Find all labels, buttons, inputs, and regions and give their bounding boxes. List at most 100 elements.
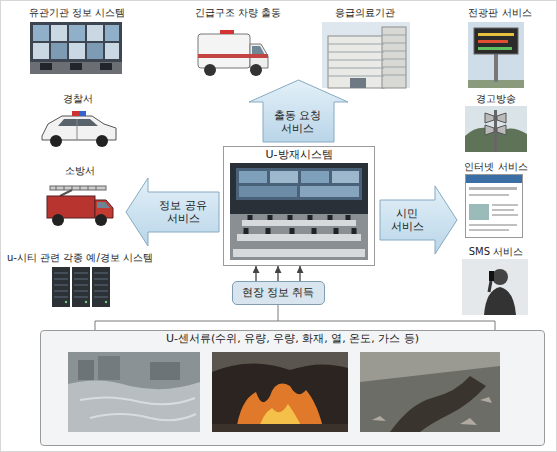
sms-user-picture	[489, 281, 491, 292]
control-room-picture	[230, 214, 368, 260]
block-arrow-shape	[126, 178, 219, 246]
police-car-picture	[77, 119, 78, 140]
control-room-picture	[230, 163, 368, 260]
server-rack-picture	[52, 267, 110, 307]
system-box: U-방재시스템	[223, 146, 375, 266]
picture-caption: 인터넷 서비스	[464, 160, 527, 173]
arrow-label: 출동 요청 서비스	[270, 109, 326, 135]
control-room-picture	[233, 249, 365, 257]
ambulance-picture	[220, 30, 234, 34]
picture-item: 응급의료기관	[322, 6, 410, 88]
control-room-picture	[237, 234, 361, 241]
hospital-picture	[382, 27, 406, 88]
warning-speaker-picture	[465, 106, 527, 152]
fire-truck-picture	[97, 202, 110, 208]
monitor-wall-picture	[30, 22, 122, 74]
picture-caption: 응급의료기관	[335, 6, 395, 19]
picture-item: 인터넷 서비스	[464, 160, 527, 238]
monitor-wall-picture	[100, 63, 112, 70]
flow-arrow	[299, 266, 300, 281]
web-page-picture	[466, 175, 523, 238]
fire-truck-picture	[60, 190, 72, 196]
flood-picture	[80, 397, 195, 404]
ambulance-picture	[198, 30, 268, 76]
picture-caption: 긴급구조 차량 출동	[195, 6, 281, 19]
police-car-picture	[50, 135, 62, 147]
web-page-picture	[469, 224, 517, 226]
web-page-picture	[466, 175, 523, 238]
monitor-wall-picture	[33, 43, 49, 59]
control-room-picture	[300, 186, 359, 197]
block-arrow-shape	[380, 186, 457, 254]
arrow-label: 시민 서비스	[387, 207, 427, 233]
control-room-picture	[301, 171, 329, 183]
fire-truck-picture	[52, 214, 64, 226]
control-room-picture	[246, 215, 354, 234]
control-room-picture	[332, 171, 359, 183]
control-room-picture	[239, 171, 267, 183]
fire-picture	[212, 352, 348, 432]
sms-user-picture	[492, 269, 508, 285]
fire-truck-picture	[56, 186, 96, 190]
monitor-wall-picture	[69, 25, 85, 41]
hospital-picture	[350, 78, 366, 88]
arrow-label: 정보 공유 서비스	[155, 199, 211, 225]
picture-caption: u-시티 관련 각종 예/경보 시스템	[7, 251, 153, 264]
flood-picture	[68, 352, 200, 432]
service-block-arrow: 시민 서비스	[380, 186, 457, 254]
monitor-wall-picture	[33, 25, 49, 41]
sensor-panel-ground	[41, 331, 544, 445]
service-block-arrow: 정보 공유 서비스	[126, 178, 219, 246]
monitor-wall-picture	[30, 22, 122, 74]
warning-speaker-picture	[465, 106, 527, 152]
picture-item: 유관기관 정보 시스템	[29, 6, 125, 74]
monitor-wall-picture	[70, 63, 82, 70]
picture-item: 소방서	[45, 164, 115, 226]
picture-item: 경고방송	[465, 92, 527, 152]
hospital-picture	[328, 35, 406, 76]
server-rack-picture	[54, 273, 108, 297]
hospital-picture	[322, 22, 410, 88]
police-car-picture	[42, 111, 116, 147]
sensor-feed-line	[95, 305, 495, 330]
web-page-picture	[492, 204, 518, 206]
signboard-picture	[478, 33, 514, 36]
police-car-picture	[79, 111, 86, 116]
warning-speaker-picture	[497, 125, 506, 135]
signboard-picture	[494, 52, 498, 82]
web-page-picture	[492, 209, 514, 211]
warning-speaker-picture	[485, 113, 494, 123]
sensor-box: U-센서류(수위, 유량, 우량, 화재, 열, 온도, 가스 등)	[40, 330, 545, 446]
police-car-picture	[72, 111, 79, 116]
monitor-wall-picture	[105, 25, 119, 41]
picture-caption: 전광판 서비스	[468, 6, 531, 19]
fire-truck-picture	[47, 196, 95, 218]
road-collapse-picture	[372, 397, 492, 425]
control-room-picture	[239, 186, 297, 197]
fire-truck-picture	[50, 186, 106, 190]
flood-picture	[68, 380, 200, 432]
signboard-picture	[468, 22, 524, 88]
control-room-picture	[270, 171, 298, 183]
block-arrow-shape	[249, 80, 348, 142]
ambulance-picture	[198, 34, 250, 68]
flood-picture	[150, 362, 180, 380]
flow-arrow	[255, 266, 256, 281]
web-page-picture	[469, 187, 517, 190]
picture-caption: 경고방송	[476, 92, 516, 105]
box-title: U-방재시스템	[265, 148, 332, 162]
police-car-picture	[58, 119, 98, 126]
box-title: U-센서류(수위, 유량, 우량, 화재, 열, 온도, 가스 등)	[166, 332, 419, 346]
control-room-picture	[230, 163, 368, 260]
step-label: 현장 정보 취득	[242, 286, 315, 300]
signboard-picture	[474, 28, 518, 54]
fire-truck-picture	[95, 214, 107, 226]
picture-caption: 유관기관 정보 시스템	[29, 6, 125, 19]
service-block-arrow: 출동 요청 서비스	[249, 80, 348, 142]
picture-caption: SMS 서비스	[469, 245, 524, 258]
web-page-picture	[466, 175, 522, 183]
